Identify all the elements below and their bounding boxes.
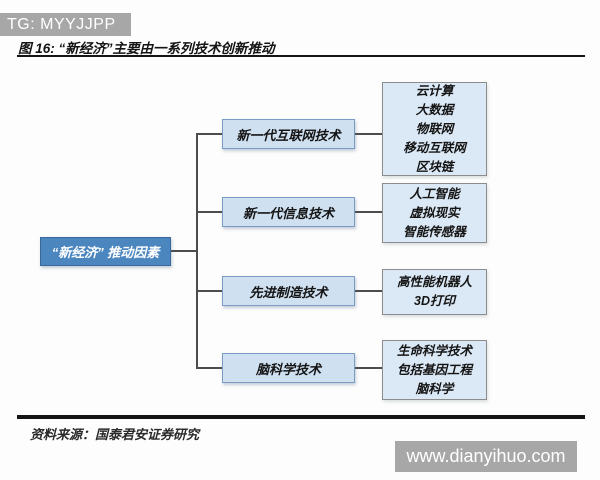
branch-node-brain-science-tech: 脑科学技术 [222,353,355,383]
branch-label: 先进制造技术 [249,284,328,300]
tg-banner: TG: MYYJJPP [0,13,131,36]
connector-root [171,250,198,252]
connector-leaf-3 [355,290,383,292]
connector-branch-3 [196,290,223,292]
title-divider [17,55,585,57]
branch-node-info-tech: 新一代信息技术 [222,197,355,227]
leaf-items: 高性能机器人 3D打印 [396,275,472,308]
root-node-new-economy-drivers: “新经济” 推动因素 [40,237,171,266]
watermark-banner: www.dianyihuo.com [395,441,577,472]
leaf-node-manufacturing-items: 高性能机器人 3D打印 [382,269,487,315]
root-node-label: “新经济” 推动因素 [51,245,160,260]
connector-leaf-4 [355,367,383,369]
leaf-node-brain-science-items: 生命科学技术 包括基因工程 脑科学 [382,340,487,400]
source-divider [17,415,585,419]
branch-label: 新一代信息技术 [242,205,334,221]
connector-branch-1 [196,133,223,135]
connector-leaf-2 [355,211,383,213]
leaf-node-info-items: 人工智能 虚拟现实 智能传感器 [382,183,487,243]
source-note: 资料来源：国泰君安证券研究 [30,427,200,442]
branch-label: 脑科学技术 [255,361,321,377]
connector-branch-2 [196,211,223,213]
branch-node-manufacturing-tech: 先进制造技术 [222,276,355,306]
leaf-items: 生命科学技术 包括基因工程 脑科学 [396,343,472,396]
connector-leaf-1 [355,133,383,135]
leaf-items: 云计算 大数据 物联网 移动互联网 区块链 [403,83,466,174]
branch-label: 新一代互联网技术 [236,127,341,143]
figure-title: 图 16: “新经济”主要由一系列技术创新推动 [18,41,275,56]
branch-node-internet-tech: 新一代互联网技术 [222,119,355,149]
leaf-node-internet-items: 云计算 大数据 物联网 移动互联网 区块链 [382,82,487,176]
leaf-items: 人工智能 虚拟现实 智能传感器 [403,186,466,239]
connector-trunk [196,133,198,369]
watermark-text: www.dianyihuo.com [406,446,566,466]
connector-branch-4 [196,367,223,369]
